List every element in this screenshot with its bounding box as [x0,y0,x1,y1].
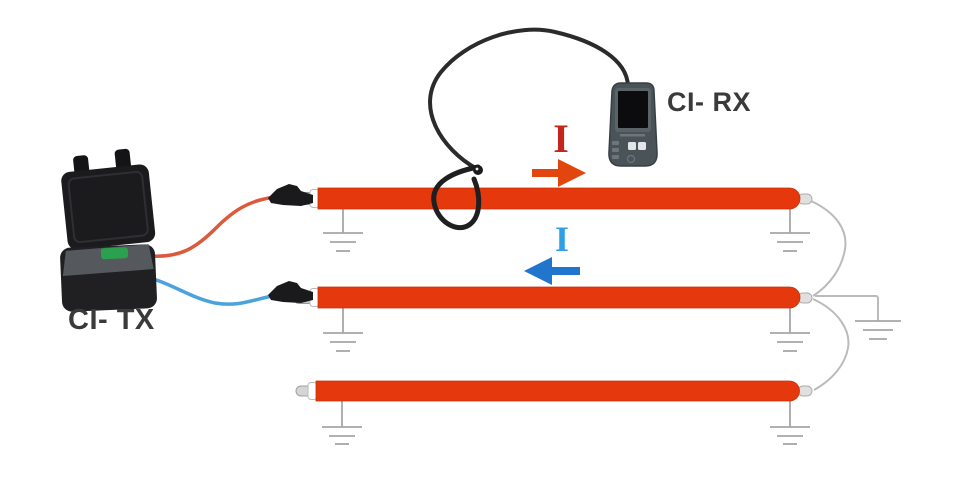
clamp-probe-knot [473,165,483,175]
current-symbol-blue: I [554,219,569,259]
receiver-cable [428,27,630,171]
link-wire-middle-to-bottom [812,298,850,391]
current-arrow-right [532,159,586,187]
cable-end-links-group [810,200,879,391]
tx-lead-blue-wire [143,275,274,306]
receiver-label-strip [620,134,645,137]
cable-top [293,187,801,210]
cable-nub-bottom-right [797,385,813,397]
cable-right-nubs [797,193,813,397]
receiver-side-buttons [612,141,619,159]
clamps-group [268,184,313,303]
clamp-probe-loop [431,164,482,231]
receiver-button-small-2 [612,148,619,152]
ground-symbol-middle-left [323,307,363,352]
clamp-probe [431,164,483,231]
cable-middle [293,286,801,309]
link-wire-top-to-middle [810,200,847,297]
transmitter-box [60,148,157,312]
transmitter-lid [61,148,156,250]
receiver-button-small-3 [612,155,619,159]
ground-symbols-group [322,208,901,445]
transmitter-panel [62,244,154,277]
clamp-red-top-cable [268,184,313,206]
clamp-probe-knot-eye [475,167,479,171]
cable-bottom-body [315,380,800,402]
receiver-label: CI- RX [667,87,751,117]
cable-bottom [295,380,800,402]
receiver-device [608,82,658,167]
ground-symbol-top-left [323,208,363,252]
tx-lead-red-wire [148,195,278,258]
cable-middle-body [317,286,801,309]
clamp-blue-middle-cable [268,281,313,303]
transmitter-green-button [100,247,129,260]
ground-symbol-bottom-left [322,400,362,445]
current-symbol-red: I [553,116,569,161]
ground-symbol-top-right [770,208,810,252]
cables-group [293,187,801,402]
cable-top-body [317,187,801,210]
transmitter-base [60,244,157,312]
current-arrow-left [524,257,580,285]
ground-symbol-bottom-right [770,400,810,445]
receiver-button-small-1 [612,141,619,145]
ground-symbol-middle-right [770,307,810,352]
receiver-screen [618,91,648,128]
link-wire-to-far-ground [815,295,879,320]
transmitter-label: CI- TX [68,304,155,336]
receiver-button-square-left [628,142,636,150]
receiver-button-square-right [638,142,646,150]
receiver-button-round [626,154,636,164]
